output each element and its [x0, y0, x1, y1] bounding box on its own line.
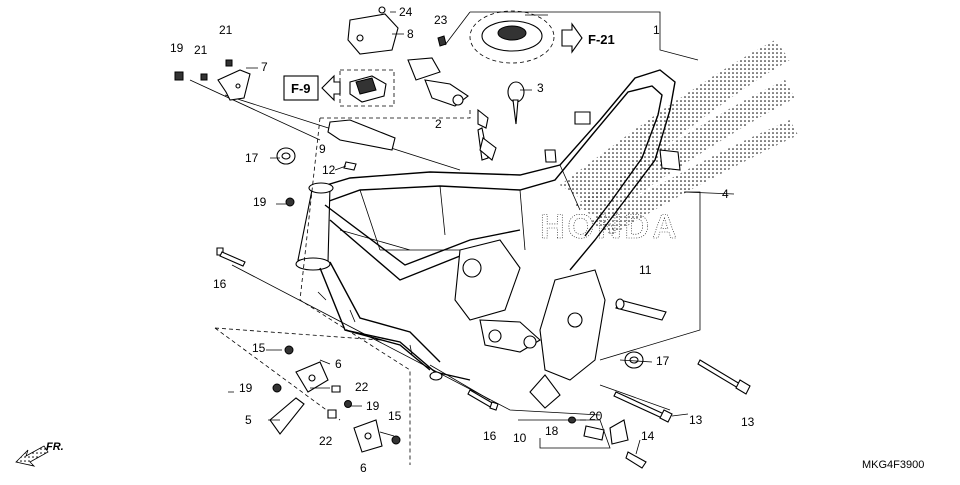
callout-22a: 22 — [355, 380, 369, 394]
bolt-23 — [437, 35, 447, 47]
callout-22b: 22 — [319, 434, 333, 448]
callout-21a: 21 — [219, 23, 233, 37]
nut-19-frame — [285, 197, 295, 207]
callout-15a: 15 — [252, 341, 266, 355]
callout-24: 24 — [399, 5, 413, 19]
callout-16a: 16 — [213, 277, 227, 291]
key — [507, 81, 525, 125]
ref-f21: F-21 — [588, 32, 615, 47]
callout-11: 11 — [639, 263, 652, 277]
front-direction-arrow: FR. — [15, 441, 64, 467]
callout-19d: 19 — [366, 399, 380, 413]
callout-14: 14 — [641, 429, 655, 443]
callout-13a: 13 — [741, 415, 755, 429]
callout-1: 1 — [653, 23, 660, 37]
callout-15b: 15 — [388, 409, 402, 423]
honda-wordmark: HONDA — [540, 208, 680, 246]
callout-19b: 19 — [253, 195, 267, 209]
callout-6b: 6 — [360, 461, 367, 475]
callout-18: 18 — [545, 424, 559, 438]
callout-6a: 6 — [335, 357, 342, 371]
clip-12 — [343, 161, 357, 171]
callout-19c: 19 — [239, 381, 253, 395]
bolt-13-long — [697, 359, 751, 395]
callout-17b: 17 — [656, 354, 670, 368]
callout-8: 8 — [407, 27, 414, 41]
fuel-cap — [469, 10, 555, 64]
front-label: FR. — [46, 441, 64, 453]
collar-10 — [568, 416, 647, 469]
callout-13b: 13 — [689, 413, 703, 427]
grommet-17-lower — [624, 351, 644, 369]
frame-body — [295, 69, 681, 409]
ignition-switch — [407, 57, 497, 161]
diagram-code: MKG4F3900 — [862, 459, 924, 471]
grommet-17-upper — [276, 147, 296, 165]
bolt-13-mid — [613, 391, 673, 423]
callout-labels: 1 2 3 4 5 6 6 7 8 9 10 11 12 13 13 14 15… — [170, 5, 755, 475]
sleeve-11 — [615, 298, 667, 321]
callout-10: 10 — [513, 431, 527, 445]
side-cover — [327, 119, 396, 151]
ref-f9: F-9 — [291, 81, 311, 96]
callout-5: 5 — [245, 413, 252, 427]
callout-12: 12 — [322, 163, 336, 177]
bracket-6-upper — [295, 361, 329, 393]
bracket-6-lower — [353, 419, 383, 453]
callout-20: 20 — [589, 409, 603, 423]
callout-19a: 19 — [170, 41, 184, 55]
cover-bracket — [347, 6, 399, 55]
ref-arrow-f9: F-9 — [283, 69, 395, 107]
small-hardware — [272, 345, 401, 445]
callout-16b: 16 — [483, 429, 497, 443]
callout-21b: 21 — [194, 43, 208, 57]
callout-2: 2 — [435, 117, 442, 131]
callout-3: 3 — [537, 81, 544, 95]
bolt-16-left — [216, 247, 246, 267]
bracket-5 — [269, 397, 305, 435]
callout-23: 23 — [434, 13, 448, 27]
callout-9: 9 — [319, 142, 326, 156]
ref-arrow-f21: F-21 — [561, 22, 615, 54]
callout-17a: 17 — [245, 151, 259, 165]
callout-7: 7 — [261, 60, 268, 74]
bolt-16-right — [467, 389, 499, 411]
bracket-7 — [174, 59, 251, 101]
callout-leaders — [228, 11, 735, 455]
honda-wing-logo: HONDA — [540, 40, 798, 246]
